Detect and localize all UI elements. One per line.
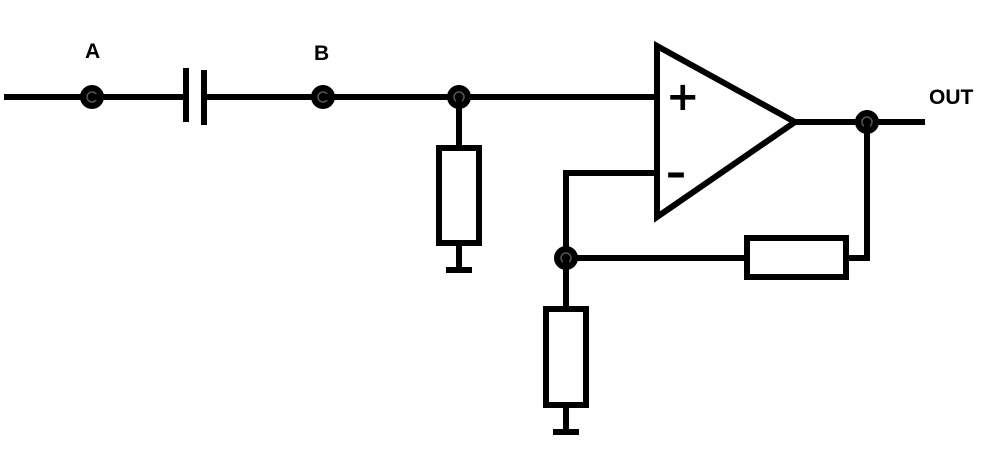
input-shunt-resistor bbox=[436, 145, 482, 246]
output-label: OUT bbox=[929, 86, 974, 109]
opamp-minus-sign: – bbox=[666, 150, 686, 196]
feedback-resistor bbox=[744, 235, 849, 280]
opamp-minus-wire bbox=[563, 170, 657, 258]
opamp-plus-sign: + bbox=[666, 74, 700, 120]
node-b-label: B bbox=[314, 42, 329, 65]
node-a-label: A bbox=[85, 40, 100, 63]
feedback-wire-right bbox=[846, 122, 870, 261]
ground-resistor bbox=[543, 306, 589, 408]
opamp-triangle bbox=[654, 40, 801, 223]
capacitor bbox=[183, 68, 207, 125]
